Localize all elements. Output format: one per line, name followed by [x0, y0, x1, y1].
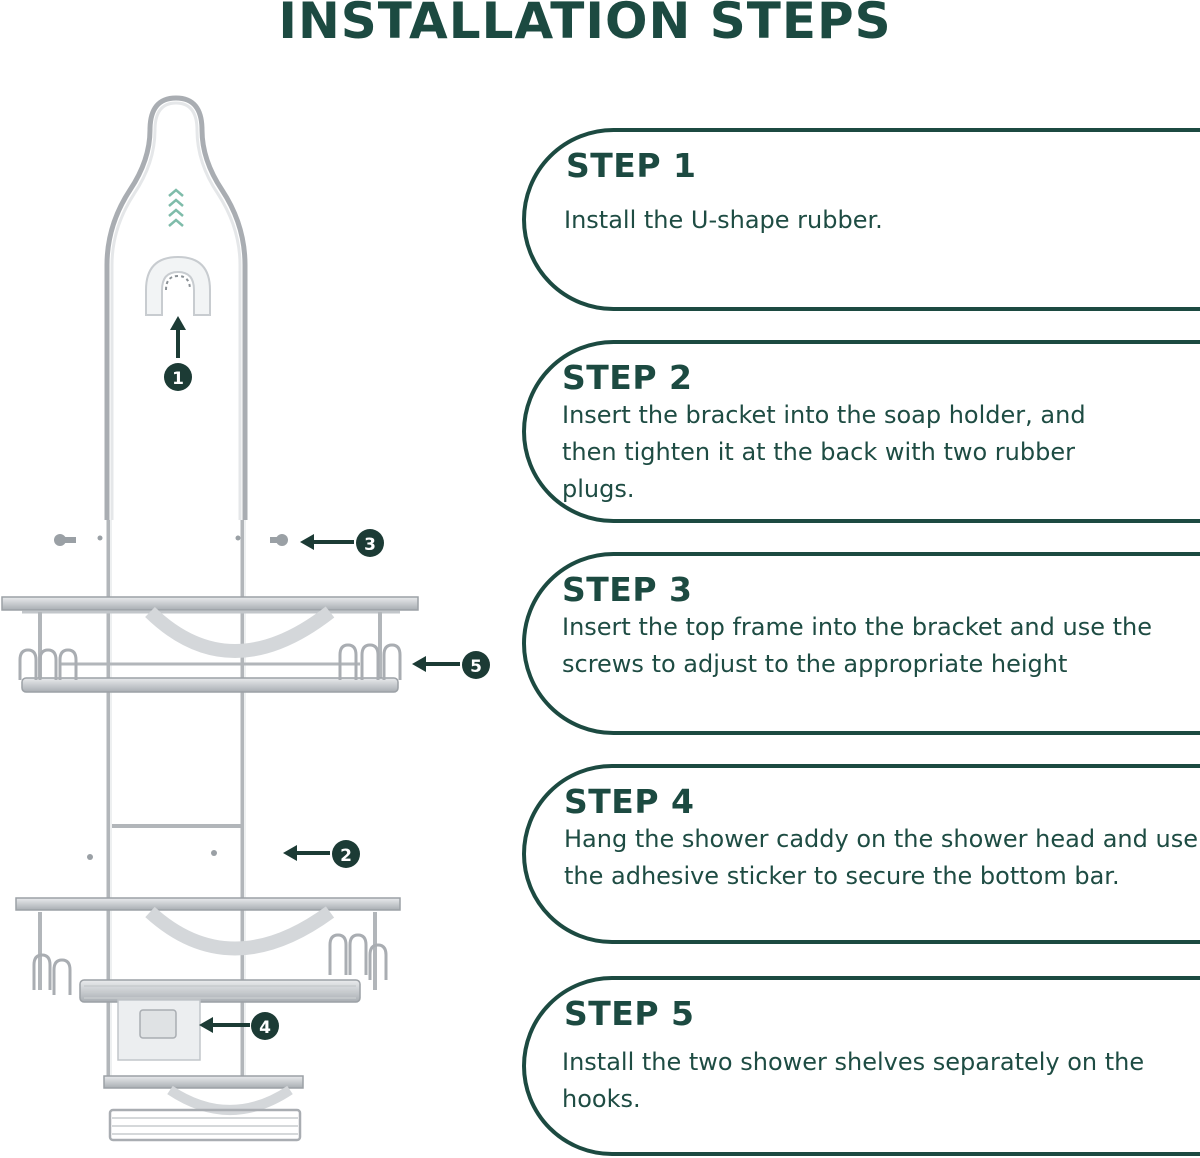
step-5-text: Install the two shower shelves separatel…	[562, 1048, 1145, 1113]
top-shelf	[1, 596, 419, 693]
callout-number-1: 1	[172, 369, 184, 389]
callout-arrow-1: 1	[164, 316, 192, 391]
shower-caddy-illustration: 1 3	[1, 95, 490, 1142]
callout-arrow-5: 5	[412, 651, 490, 679]
callout-number-3: 3	[364, 535, 376, 555]
step-2-text: Insert the bracket into the soap holder,…	[562, 401, 1086, 503]
step-1-text: Install the U-shape rubber.	[564, 206, 883, 234]
page-title: INSTALLATION STEPS	[278, 0, 892, 50]
callout-arrow-3: 3	[300, 529, 384, 557]
step-card-5: STEP 5 Install the two shower shelves se…	[522, 976, 1200, 1156]
callout-arrow-4: 4	[199, 1012, 279, 1040]
step-5-heading: STEP 5	[564, 994, 695, 1033]
u-shape-rubber	[145, 255, 211, 316]
middle-shelf	[15, 897, 401, 1003]
step-4-heading: STEP 4	[564, 782, 695, 821]
step-3-text: Insert the top frame into the bracket an…	[562, 613, 1152, 678]
screw-icon	[54, 534, 288, 546]
callout-number-4: 4	[259, 1018, 271, 1038]
callout-arrow-2: 2	[283, 840, 360, 868]
step-2-heading: STEP 2	[562, 358, 693, 397]
step-card-4: STEP 4 Hang the shower caddy on the show…	[522, 764, 1200, 944]
step-1-heading: STEP 1	[566, 146, 697, 185]
step-3-heading: STEP 3	[562, 570, 693, 609]
rubber-plug-icon	[87, 850, 217, 860]
callout-number-2: 2	[340, 846, 352, 866]
hanger-frame	[104, 95, 248, 520]
step-4-text: Hang the shower caddy on the shower head…	[564, 825, 1198, 890]
step-card-3: STEP 3 Insert the top frame into the bra…	[522, 552, 1200, 735]
chevron-up-icon	[168, 188, 184, 227]
soap-holder	[103, 1075, 304, 1142]
callout-number-5: 5	[470, 657, 482, 677]
step-card-1: STEP 1 Install the U-shape rubber.	[522, 128, 1200, 311]
adhesive-sticker-icon	[117, 999, 201, 1061]
step-card-2: STEP 2 Insert the bracket into the soap …	[522, 340, 1200, 523]
